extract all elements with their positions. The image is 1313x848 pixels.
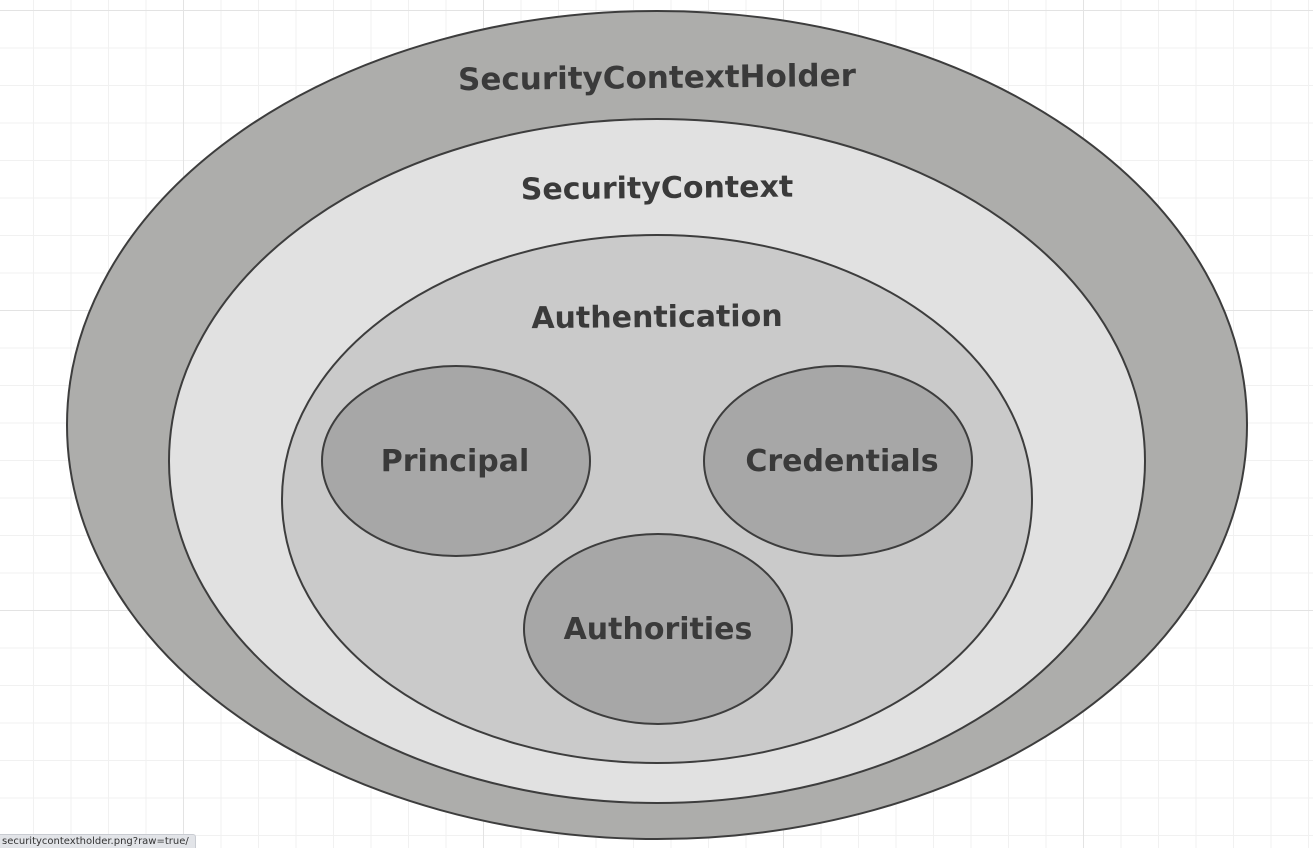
authentication-label: Authentication (531, 299, 783, 336)
principal-ellipse (321, 365, 591, 557)
authorities-ellipse (523, 533, 793, 725)
authorities-label: Authorities (564, 612, 753, 647)
security-context-label: SecurityContext (521, 170, 794, 208)
credentials-ellipse (703, 365, 973, 557)
status-bar-url-text: /securitycontextholder.png?raw=true (2, 836, 189, 847)
status-bar-url: /securitycontextholder.png?raw=true (0, 834, 196, 848)
security-context-holder-label: SecurityContextHolder (458, 58, 857, 98)
principal-label: Principal (381, 444, 530, 479)
credentials-label: Credentials (745, 444, 938, 479)
